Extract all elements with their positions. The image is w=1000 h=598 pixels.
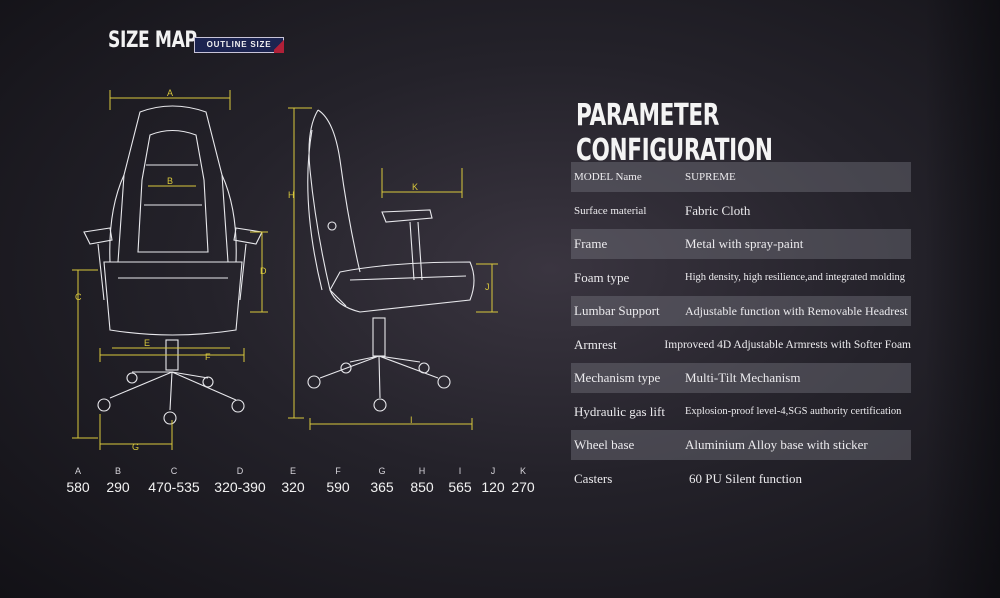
dim-label-f: F [205,352,211,362]
side-view-dimensions: H I J K [288,107,498,430]
spec-row-casters: Casters 60 PU Silent function [574,470,803,486]
dim-label-g: G [132,442,139,452]
dim-label-c: C [75,292,82,302]
front-view-chair [83,105,263,425]
background-shade [925,0,1000,598]
spec-row-model: MODEL Name SUPREME [571,162,911,192]
dim-label-h: H [288,190,295,200]
outline-size-badge: OUTLINE SIZE [194,37,284,53]
spec-row-frame: Frame Metal with spray-paint [571,229,911,259]
size-map-title: SIZE MAP [108,28,197,53]
spec-row-armrest: Armrest Improveed 4D Adjustable Armrests… [574,336,911,352]
dim-label-d: D [260,266,267,276]
spec-row-foam: Foam type High density, high resilience,… [574,269,906,285]
dim-label-i: I [410,415,413,425]
dim-label-k: K [412,182,418,192]
front-view-dimensions: A B C D E F G [72,88,268,452]
side-view-chair [307,109,475,412]
spec-row-wheel-base: Wheel base Aluminium Alloy base with sti… [571,430,911,460]
spec-row-gas-lift: Hydraulic gas lift Explosion-proof level… [574,403,902,419]
chair-diagram: A B C D E F G [72,88,498,452]
spec-row-surface: Surface material Fabric Cloth [574,202,751,218]
spec-row-lumbar: Lumbar Support Adjustable function with … [571,296,911,326]
parameter-configuration-title: PARAMETER CONFIGURATION [576,98,773,168]
dim-label-a: A [167,88,173,98]
dim-label-j: J [485,282,490,292]
spec-row-mechanism: Mechanism type Multi-Tilt Mechanism [571,363,911,393]
dim-label-b: B [167,176,173,186]
dim-label-e: E [144,338,150,348]
spec-table: MODEL Name SUPREME Surface material Fabr… [571,162,911,497]
